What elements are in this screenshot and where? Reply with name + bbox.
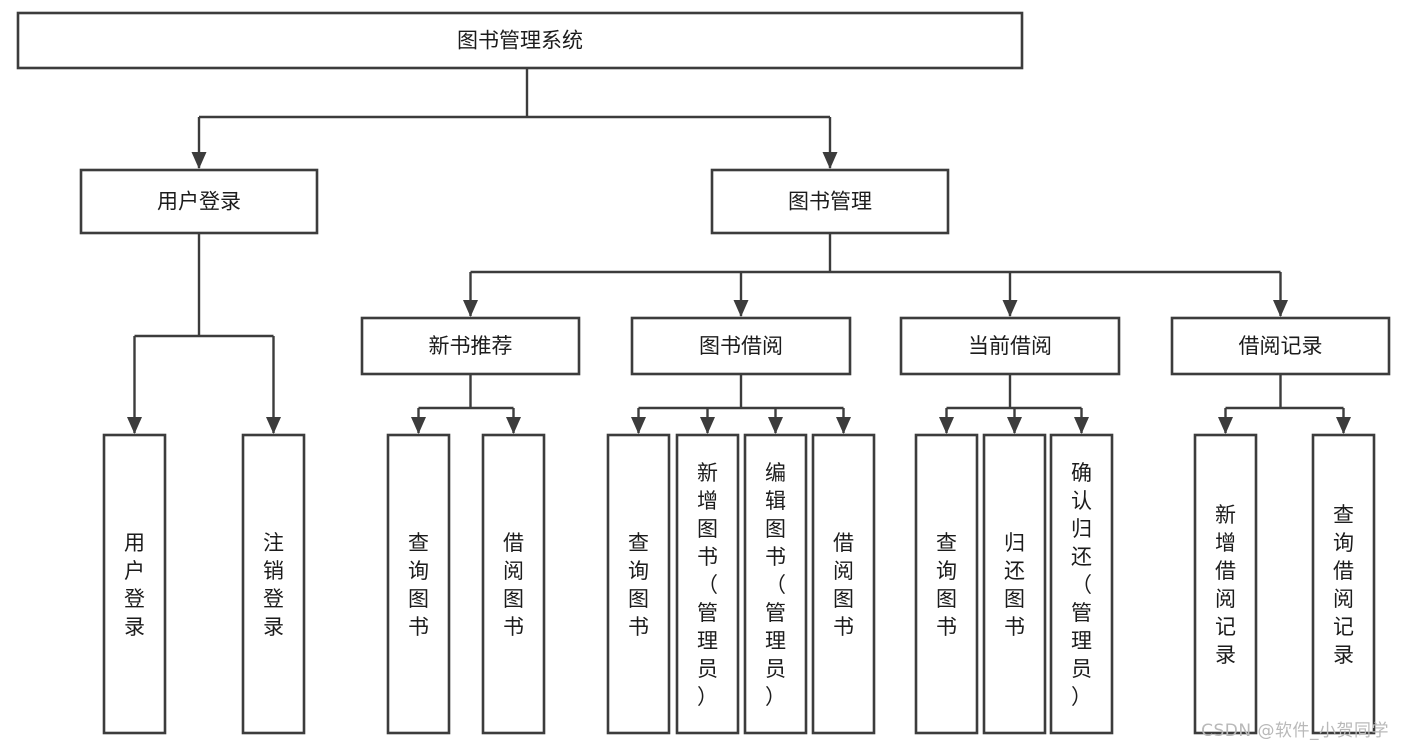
node-leaf-6-box[interactable] — [743, 433, 808, 735]
arrow-to-leaf-3-2 — [1074, 417, 1089, 434]
arrow-level2-to-level3-3 — [1273, 300, 1288, 317]
arrow-to-leaf-3-0 — [939, 417, 954, 434]
arrow-to-leaf-0-1 — [266, 417, 281, 434]
node-level3-1-label: 图书借阅 — [699, 334, 783, 358]
node-leaf-10-box[interactable] — [1049, 433, 1114, 735]
node-leaf-4-box[interactable] — [606, 433, 671, 735]
node-leaf-4-label: 查询图书 — [628, 531, 649, 639]
node-leaf-11-box[interactable] — [1193, 433, 1258, 735]
node-root-label: 图书管理系统 — [457, 29, 583, 53]
arrow-to-leaf-3-1 — [1007, 417, 1022, 434]
node-leaf-10-label: 确认归还（管理员） — [1071, 461, 1092, 709]
node-leaf-10[interactable]: 确认归还（管理员） — [1049, 433, 1114, 735]
node-leaf-12[interactable]: 查询借阅记录 — [1311, 433, 1376, 735]
node-leaf-0-box[interactable] — [102, 433, 167, 735]
arrow-to-leaf-1-1 — [506, 417, 521, 434]
arrow-to-leaf-2-3 — [836, 417, 851, 434]
node-leaf-3-label: 借阅图书 — [503, 531, 524, 639]
arrow-to-leaf-2-2 — [768, 417, 783, 434]
arrow-level2-to-level3-1 — [733, 300, 749, 317]
node-leaf-0[interactable]: 用户登录 — [102, 433, 167, 735]
node-leaf-9-label: 归还图书 — [1004, 531, 1025, 639]
node-leaf-12-box[interactable] — [1311, 433, 1376, 735]
arrow-level2-to-level3-0 — [463, 300, 478, 317]
node-leaf-6-label: 编辑图书（管理员） — [765, 461, 786, 709]
node-leaf-1[interactable]: 注销登录 — [241, 433, 306, 735]
node-level2-1-label: 图书管理 — [788, 190, 872, 214]
node-leaf-8-label: 查询图书 — [936, 531, 957, 639]
arrow-root-to-level2-1 — [822, 152, 838, 169]
node-leaf-0-label: 用户登录 — [124, 531, 145, 639]
node-leaf-2-box[interactable] — [386, 433, 451, 735]
node-leaf-6[interactable]: 编辑图书（管理员） — [743, 433, 808, 735]
arrow-to-leaf-4-1 — [1336, 417, 1351, 434]
node-leaf-7-box[interactable] — [811, 433, 876, 735]
node-level3-1-box[interactable] — [630, 316, 852, 376]
arrow-to-leaf-4-0 — [1218, 417, 1233, 434]
node-leaf-8-box[interactable] — [914, 433, 979, 735]
node-leaf-12-label: 查询借阅记录 — [1333, 503, 1354, 667]
node-leaf-9[interactable]: 归还图书 — [982, 433, 1047, 735]
node-level3-3-label: 借阅记录 — [1239, 334, 1323, 358]
arrow-to-leaf-1-0 — [411, 417, 426, 434]
node-level2-0[interactable]: 用户登录 — [79, 168, 319, 235]
node-level3-3[interactable]: 借阅记录 — [1170, 316, 1391, 376]
node-level2-1[interactable]: 图书管理 — [710, 168, 950, 235]
node-leaf-8[interactable]: 查询图书 — [914, 433, 979, 735]
arrow-root-to-level2-0 — [191, 152, 207, 169]
node-leaf-1-label: 注销登录 — [263, 531, 284, 639]
node-leaf-4[interactable]: 查询图书 — [606, 433, 671, 735]
edges-layer — [127, 68, 1351, 434]
node-level3-3-box[interactable] — [1170, 316, 1391, 376]
node-leaf-5[interactable]: 新增图书（管理员） — [675, 433, 740, 735]
node-leaf-11[interactable]: 新增借阅记录 — [1193, 433, 1258, 735]
node-leaf-1-box[interactable] — [241, 433, 306, 735]
node-leaf-3[interactable]: 借阅图书 — [481, 433, 546, 735]
node-level2-0-label: 用户登录 — [157, 190, 241, 214]
arrow-to-leaf-2-1 — [700, 417, 715, 434]
arrow-to-leaf-0-0 — [127, 417, 142, 434]
node-leaf-2[interactable]: 查询图书 — [386, 433, 451, 735]
node-level2-1-box[interactable] — [710, 168, 950, 235]
node-leaf-7[interactable]: 借阅图书 — [811, 433, 876, 735]
node-leaf-7-label: 借阅图书 — [833, 531, 854, 639]
nodes-layer: 图书管理系统用户登录图书管理新书推荐图书借阅当前借阅借阅记录用户登录注销登录查询… — [16, 11, 1391, 735]
node-leaf-5-label: 新增图书（管理员） — [697, 461, 718, 709]
node-level3-2-label: 当前借阅 — [968, 334, 1052, 358]
node-level3-2[interactable]: 当前借阅 — [899, 316, 1121, 376]
node-root-box[interactable] — [16, 11, 1024, 70]
node-level3-0-label: 新书推荐 — [429, 334, 513, 358]
node-leaf-11-label: 新增借阅记录 — [1215, 503, 1236, 667]
arrow-to-leaf-2-0 — [631, 417, 646, 434]
node-root[interactable]: 图书管理系统 — [16, 11, 1024, 70]
arrow-level2-to-level3-2 — [1002, 300, 1018, 317]
node-leaf-5-box[interactable] — [675, 433, 740, 735]
node-level3-0[interactable]: 新书推荐 — [360, 316, 581, 376]
node-level3-1[interactable]: 图书借阅 — [630, 316, 852, 376]
node-level2-0-box[interactable] — [79, 168, 319, 235]
node-leaf-3-box[interactable] — [481, 433, 546, 735]
node-level3-2-box[interactable] — [899, 316, 1121, 376]
node-level3-0-box[interactable] — [360, 316, 581, 376]
node-leaf-2-label: 查询图书 — [408, 531, 429, 639]
node-leaf-9-box[interactable] — [982, 433, 1047, 735]
